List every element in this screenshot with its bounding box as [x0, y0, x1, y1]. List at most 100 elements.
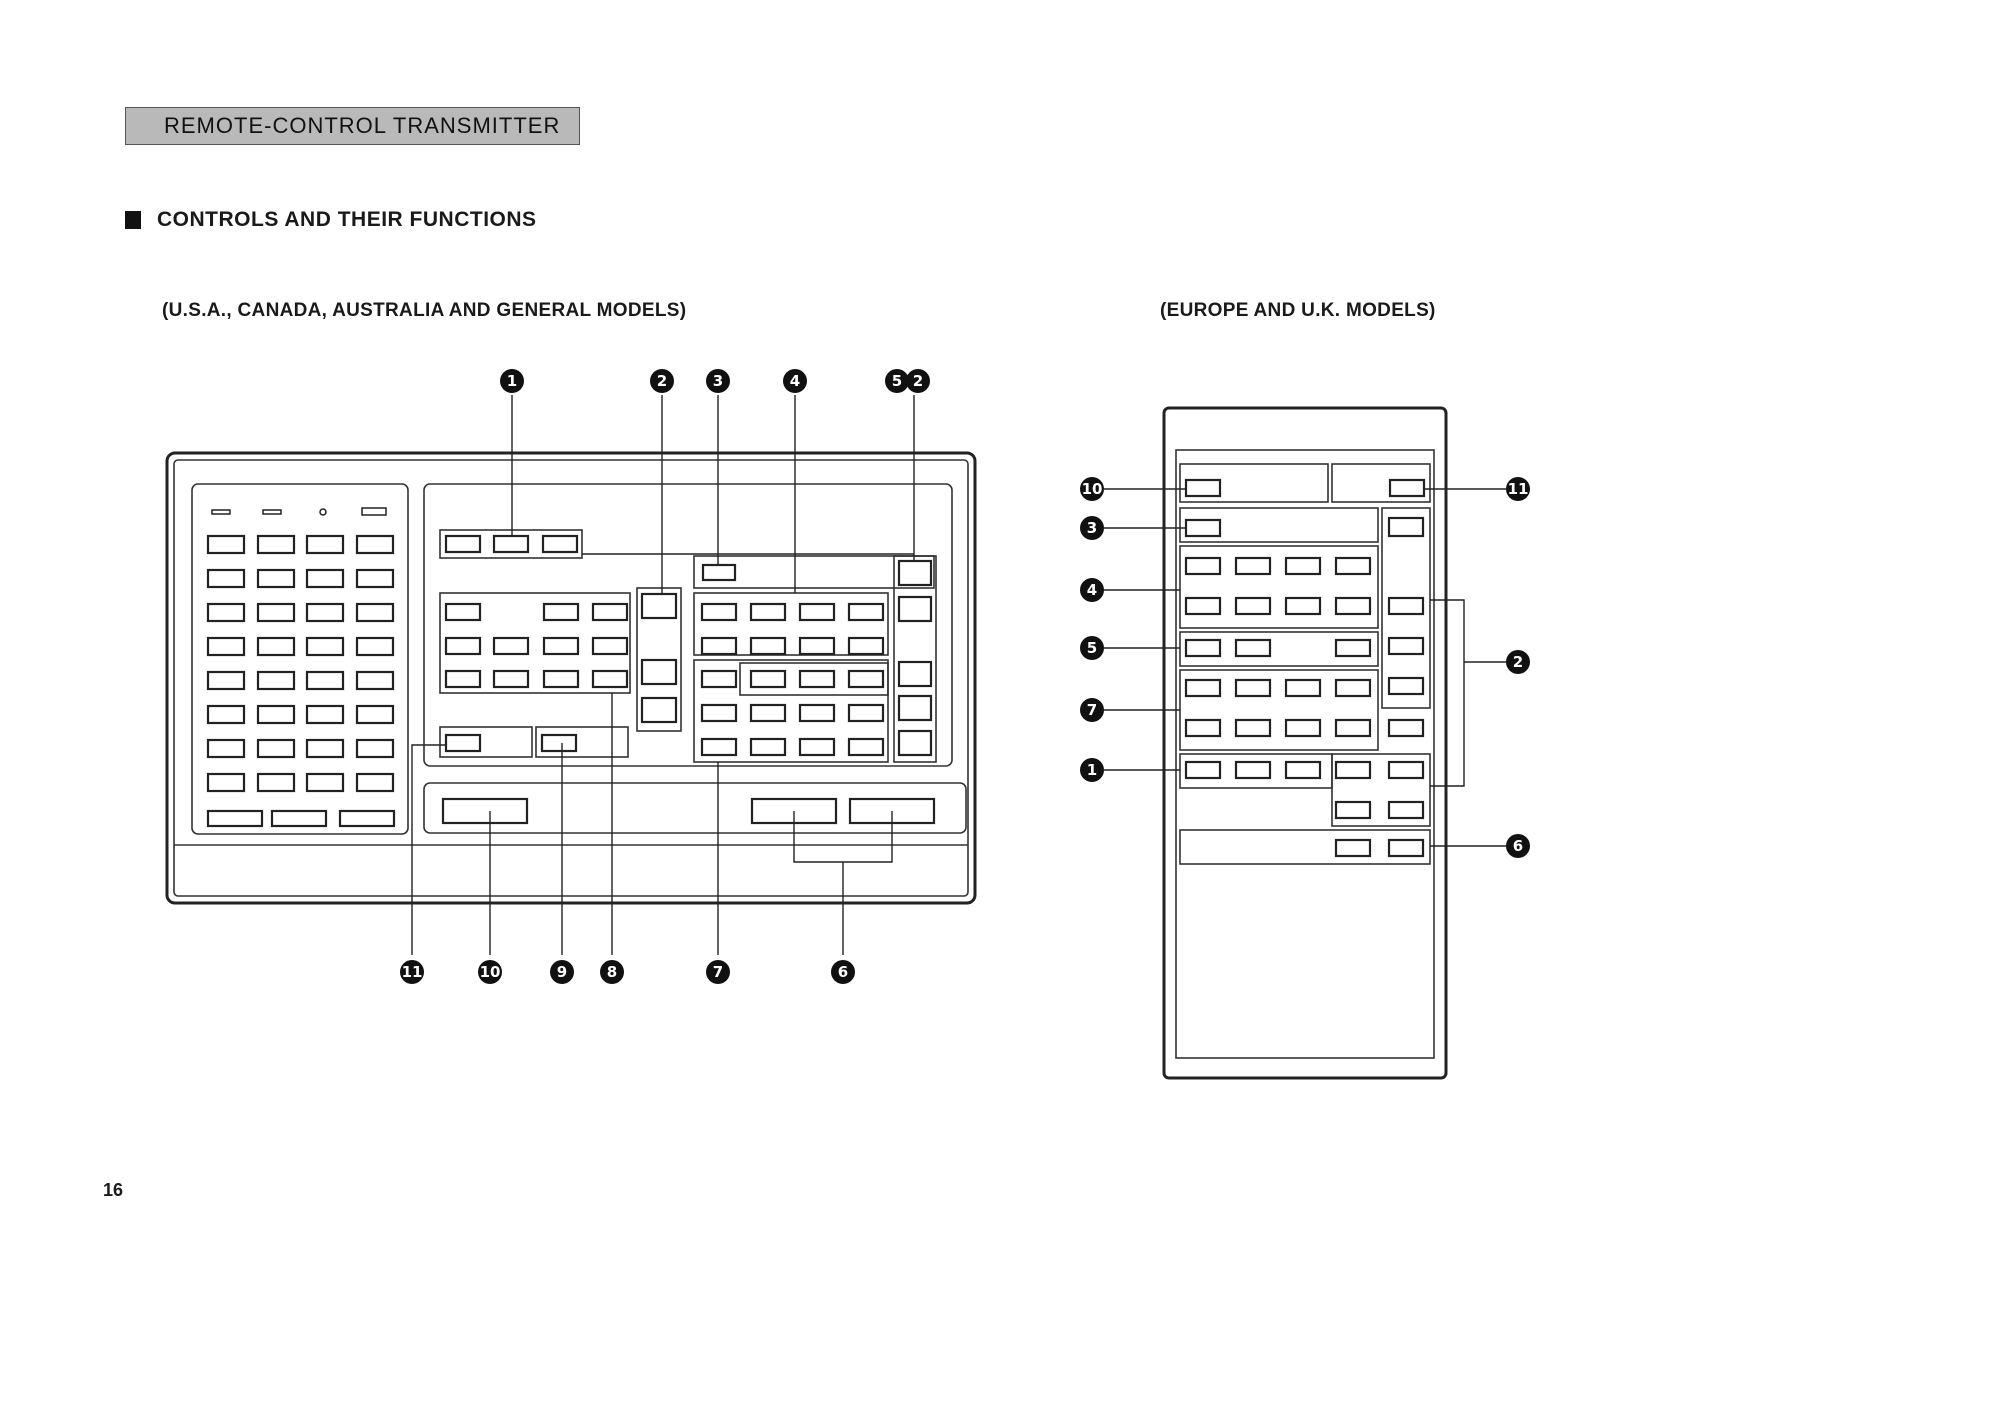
group-5-button-5[interactable]	[899, 731, 931, 755]
r-group-2-button[interactable]	[1389, 678, 1423, 694]
group-4-button[interactable]	[849, 638, 883, 654]
keypad-button[interactable]	[208, 672, 244, 689]
keypad-button[interactable]	[357, 536, 393, 553]
r-top-right-button[interactable]	[1389, 518, 1423, 536]
r-group-5-button[interactable]	[1186, 640, 1220, 656]
group-7-button[interactable]	[800, 739, 834, 755]
group-3-button[interactable]	[703, 565, 735, 580]
group-7-button[interactable]	[800, 705, 834, 721]
group-8-button-11[interactable]	[593, 671, 627, 687]
r-group-5-button[interactable]	[1236, 640, 1270, 656]
keypad-button[interactable]	[357, 706, 393, 723]
keypad-button[interactable]	[307, 672, 343, 689]
group-2-button-2[interactable]	[642, 660, 676, 684]
group-5-button-4[interactable]	[899, 696, 931, 720]
keypad-button[interactable]	[208, 638, 244, 655]
group-4-button[interactable]	[849, 604, 883, 620]
group-4-button[interactable]	[751, 638, 785, 654]
r-group-4-button[interactable]	[1286, 598, 1320, 614]
r-group-11-button[interactable]	[1390, 480, 1424, 496]
r-group-2-button[interactable]	[1389, 720, 1423, 736]
r-group-4-button[interactable]	[1336, 598, 1370, 614]
r-group-7-button[interactable]	[1336, 680, 1370, 696]
r-group-4-button[interactable]	[1286, 558, 1320, 574]
transport-button-10[interactable]	[443, 799, 527, 823]
keypad-button[interactable]	[307, 570, 343, 587]
keypad-button[interactable]	[307, 638, 343, 655]
keypad-wide-button-2[interactable]	[272, 811, 326, 826]
group-5-button-3[interactable]	[899, 662, 931, 686]
group-4-button[interactable]	[702, 638, 736, 654]
keypad-button[interactable]	[258, 570, 294, 587]
keypad-wide-button-3[interactable]	[340, 811, 394, 826]
r-group-4-button[interactable]	[1336, 558, 1370, 574]
keypad-button[interactable]	[357, 774, 393, 791]
r-lower-button[interactable]	[1336, 762, 1370, 778]
keypad-button[interactable]	[208, 706, 244, 723]
keypad-button[interactable]	[307, 774, 343, 791]
keypad-button[interactable]	[307, 740, 343, 757]
group-5-button-2[interactable]	[899, 597, 931, 621]
r-group-4-button[interactable]	[1236, 598, 1270, 614]
keypad-button[interactable]	[357, 570, 393, 587]
group-4-button[interactable]	[800, 604, 834, 620]
keypad-button[interactable]	[208, 536, 244, 553]
group-7-button[interactable]	[751, 705, 785, 721]
r-group-1-button[interactable]	[1236, 762, 1270, 778]
group-4-button[interactable]	[800, 638, 834, 654]
group-9-button[interactable]	[542, 735, 576, 751]
group-8-button-7[interactable]	[593, 638, 627, 654]
r-group-7-button[interactable]	[1236, 680, 1270, 696]
r-group-7-button[interactable]	[1336, 720, 1370, 736]
r-group-2-button[interactable]	[1389, 638, 1423, 654]
r-group-7-button[interactable]	[1286, 720, 1320, 736]
r-group-4-button[interactable]	[1186, 558, 1220, 574]
keypad-button[interactable]	[258, 638, 294, 655]
group-8-button-3[interactable]	[593, 604, 627, 620]
keypad-button[interactable]	[258, 536, 294, 553]
group-4-button[interactable]	[702, 604, 736, 620]
group-5-button-1[interactable]	[899, 561, 931, 585]
keypad-button[interactable]	[258, 774, 294, 791]
r-group-10-button[interactable]	[1186, 480, 1220, 496]
group-4-button[interactable]	[751, 604, 785, 620]
r-group-5-button[interactable]	[1336, 640, 1370, 656]
r-group-2-button[interactable]	[1389, 802, 1423, 818]
group-11-button[interactable]	[446, 735, 480, 751]
group-7-button[interactable]	[702, 705, 736, 721]
r-group-7-button[interactable]	[1186, 720, 1220, 736]
group-1-button-3[interactable]	[543, 536, 577, 552]
keypad-button[interactable]	[307, 706, 343, 723]
group-7-button[interactable]	[751, 739, 785, 755]
keypad-button[interactable]	[307, 536, 343, 553]
group-8-button-1[interactable]	[446, 604, 480, 620]
r-group-7-button[interactable]	[1186, 680, 1220, 696]
keypad-button[interactable]	[258, 604, 294, 621]
group-8-button-4[interactable]	[446, 638, 480, 654]
group-8-button-9[interactable]	[494, 671, 528, 687]
keypad-button[interactable]	[307, 604, 343, 621]
group-2-button-3[interactable]	[642, 698, 676, 722]
keypad-wide-button-1[interactable]	[208, 811, 262, 826]
group-7-button[interactable]	[702, 739, 736, 755]
group-7-button[interactable]	[702, 671, 736, 687]
group-7-button[interactable]	[849, 671, 883, 687]
group-7-button[interactable]	[751, 671, 785, 687]
keypad-button[interactable]	[208, 774, 244, 791]
r-group-6-button[interactable]	[1336, 840, 1370, 856]
r-group-1-button[interactable]	[1186, 762, 1220, 778]
keypad-button[interactable]	[357, 740, 393, 757]
group-7-button[interactable]	[849, 739, 883, 755]
r-group-2-button[interactable]	[1389, 598, 1423, 614]
r-lower-button[interactable]	[1336, 802, 1370, 818]
r-group-7-button[interactable]	[1236, 720, 1270, 736]
r-group-4-button[interactable]	[1236, 558, 1270, 574]
r-group-1-button[interactable]	[1286, 762, 1320, 778]
keypad-button[interactable]	[357, 672, 393, 689]
group-8-button-2[interactable]	[544, 604, 578, 620]
group-8-button-8[interactable]	[446, 671, 480, 687]
keypad-button[interactable]	[208, 740, 244, 757]
keypad-button[interactable]	[258, 672, 294, 689]
group-8-button-10[interactable]	[544, 671, 578, 687]
group-7-button[interactable]	[849, 705, 883, 721]
